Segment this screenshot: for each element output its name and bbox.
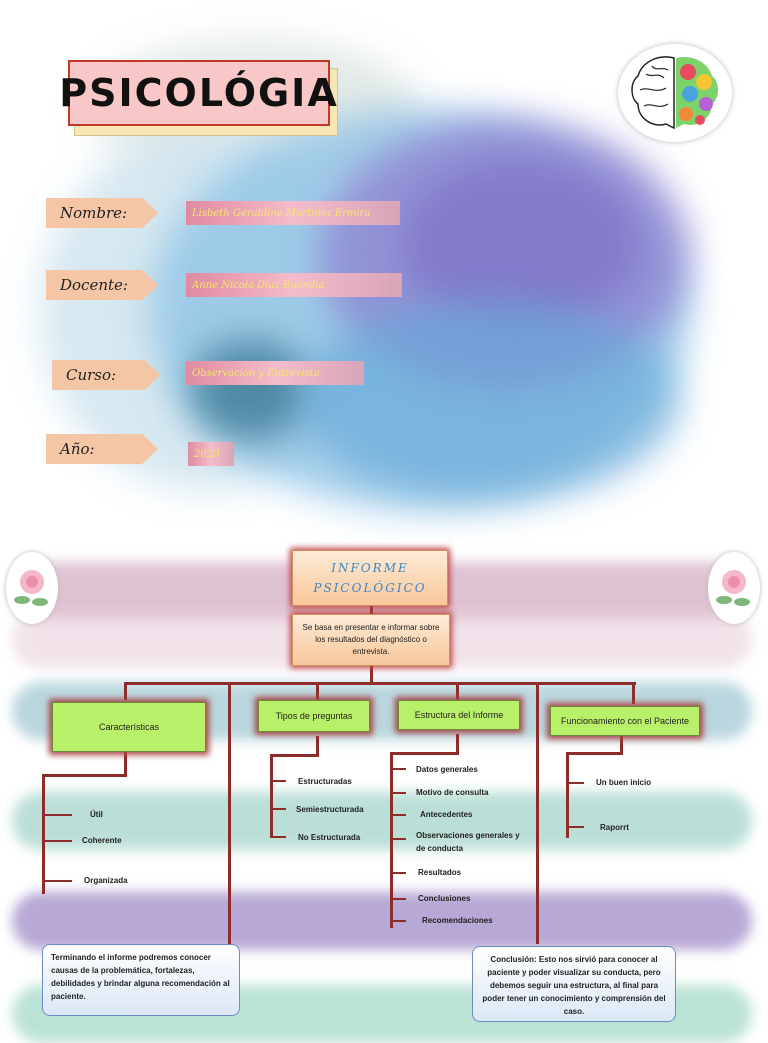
list-item: Organizada <box>84 876 128 885</box>
list-item: Un buen inicio <box>596 778 652 787</box>
teacher-value: Anne Nicola Diaz Buendia <box>186 273 402 297</box>
definition-box: Se basa en presentar e informar sobre lo… <box>292 614 450 666</box>
year-value: 2020 <box>188 442 234 466</box>
list-item: Motivo de consulta <box>416 788 489 797</box>
list-item: Conclusiones <box>418 894 471 903</box>
list-item: Datos generales <box>416 765 478 774</box>
title-box: PSICOLÓGIA <box>59 60 337 126</box>
list-item: Coherente <box>82 836 122 845</box>
course-label: Curso: <box>52 360 160 390</box>
branch-label: Estructura del Informe <box>414 710 504 720</box>
list-item: Útil <box>90 810 103 819</box>
branch-caracteristicas: Características <box>52 702 206 752</box>
branch-tipos-preguntas: Tipos de preguntas <box>258 700 370 732</box>
name-label: Nombre: <box>46 198 158 228</box>
brain-icon <box>618 44 732 142</box>
list-item: Estructuradas <box>298 777 352 786</box>
course-value: Observación y Entrevista <box>186 361 364 385</box>
flower-icon <box>6 552 58 624</box>
definition-text: Se basa en presentar e informar sobre lo… <box>302 623 440 656</box>
list-item: Recomendaciones <box>422 916 493 925</box>
list-item: Antecedentes <box>420 810 473 819</box>
branch-label: Tipos de preguntas <box>275 711 353 721</box>
name-value: Lisbeth Geraldine Martinez Ermira <box>186 201 400 225</box>
list-item: Observaciones generales y de conducta <box>416 831 520 853</box>
flower-icon <box>708 552 760 624</box>
teacher-label: Docente: <box>46 270 158 300</box>
page-title: PSICOLÓGIA <box>59 71 339 115</box>
title-banner: PSICOLÓGIA <box>59 60 338 136</box>
branch-estructura-informe: Estructura del Informe <box>398 700 520 730</box>
branch-funcionamiento: Funcionamiento con el Paciente <box>550 706 700 736</box>
note-left: Terminando el informe podremos conocer c… <box>42 944 240 1016</box>
list-item: Raporrt <box>600 823 629 832</box>
list-item: Resultados <box>418 868 462 877</box>
list-item: Semiestructurada <box>296 805 364 814</box>
informe-title-box: INFORME PSICOLÓGICO <box>292 550 448 606</box>
branch-label: Funcionamiento con el Paciente <box>560 716 690 726</box>
informe-title: INFORME PSICOLÓGICO <box>313 561 427 595</box>
year-label: Año: <box>46 434 158 464</box>
branch-label: Características <box>98 722 160 732</box>
note-conclusion: Conclusión: Esto nos sirvió para conocer… <box>472 946 676 1022</box>
list-item: No Estructurada <box>298 833 361 842</box>
